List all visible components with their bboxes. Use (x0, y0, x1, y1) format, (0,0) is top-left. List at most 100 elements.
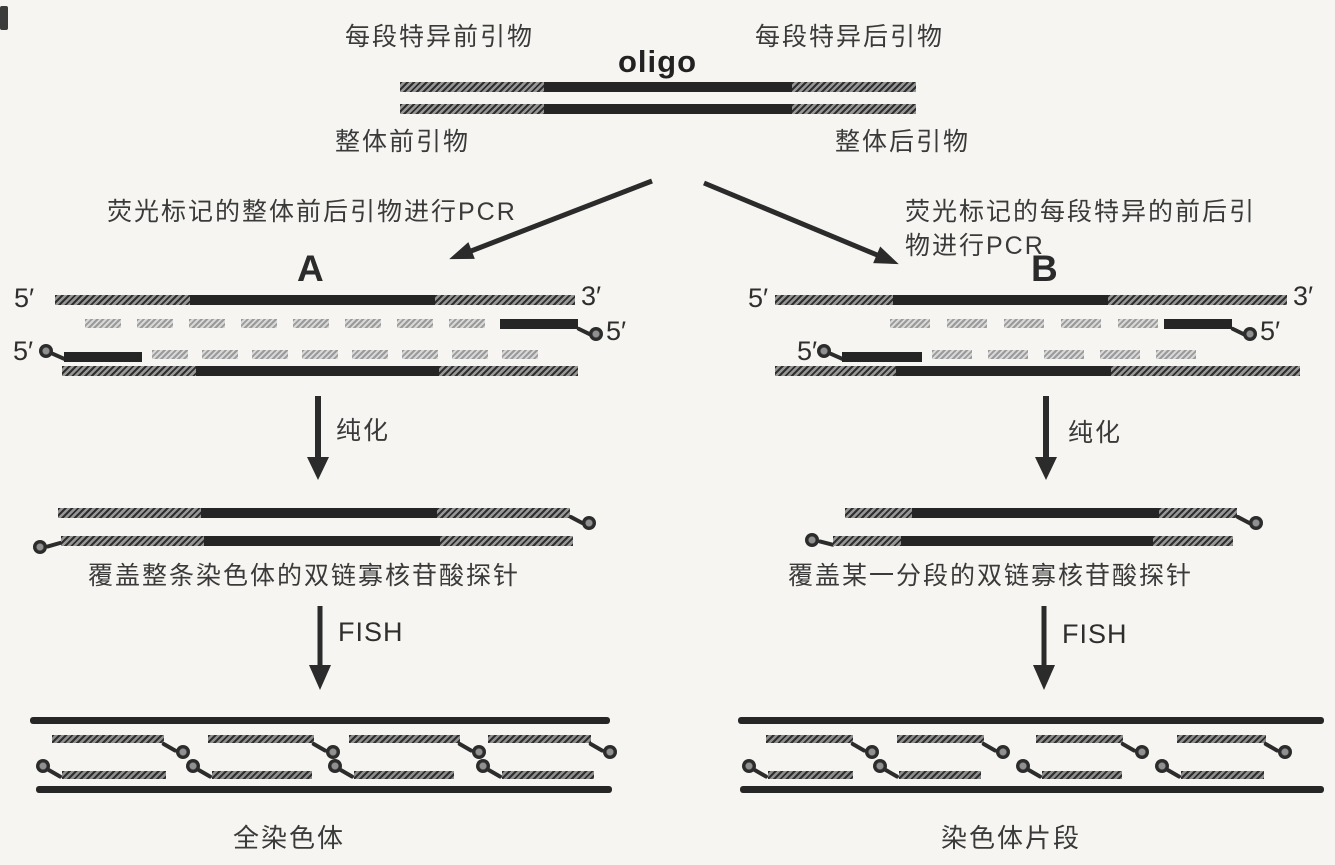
labeled-primer-b-bottom (842, 352, 922, 362)
chromosome-strand-top-right (738, 717, 1324, 724)
primer-region (436, 508, 570, 518)
core-region (201, 508, 437, 518)
fluorophore-dot-icon (33, 540, 47, 554)
probe-a-top (58, 508, 570, 518)
scan-artifact (0, 6, 8, 30)
probe-b-caption: 覆盖某一分段的双链寡核苷酸探针 (788, 562, 1194, 590)
purify-arrow-right-icon (1035, 396, 1057, 480)
fluorophore-dot-icon (472, 745, 486, 759)
template-dash-segment (293, 319, 329, 328)
core-region (544, 104, 793, 114)
five-prime-label: 5′ (606, 316, 627, 346)
template-dash-segment (932, 350, 972, 359)
template-dash-segment (397, 319, 433, 328)
template-dash-segment (988, 350, 1028, 359)
fluorophore-dot-icon (39, 344, 53, 358)
hybridized-probe (742, 759, 857, 783)
core-region (204, 536, 440, 546)
probe-a-caption: 覆盖整条染色体的双链寡核苷酸探针 (88, 562, 521, 590)
template-dash-segment (152, 350, 188, 359)
fluorophore-dot-icon (476, 759, 490, 773)
probe-bar (349, 735, 460, 743)
probe-bar (1181, 771, 1264, 779)
primer-region (845, 508, 912, 518)
five-prime-label: 5′ (14, 283, 35, 313)
hybridized-probe (873, 759, 985, 783)
fish-arrow-left-icon (309, 606, 331, 690)
probe-bar (502, 771, 594, 779)
hybridized-probe (488, 735, 621, 759)
branch-a-letter: A (297, 248, 324, 289)
primer-region (55, 295, 191, 305)
probe-bar (899, 771, 981, 779)
fluorophore-dot-icon (1135, 745, 1149, 759)
probe-bar (212, 771, 312, 779)
template-dash-segment (85, 319, 121, 328)
template-dash-segment (449, 319, 485, 328)
five-prime-label: 5′ (797, 336, 818, 366)
primer-region (1111, 366, 1300, 376)
five-prime-label: 5′ (748, 283, 769, 313)
right-pcr-label-line1: 荧光标记的每段特异的前后引 (905, 198, 1257, 226)
fish-label-left: FISH (338, 617, 404, 647)
fluorophore-dot-icon (1243, 327, 1257, 341)
primer-region (61, 536, 205, 546)
primer-region (775, 366, 896, 376)
left-pcr-label: 荧光标记的整体前后引物进行PCR (107, 198, 517, 226)
three-prime-label: 3′ (581, 281, 602, 311)
purify-label-right: 纯化 (1068, 419, 1123, 447)
probe-a-bottom (61, 536, 573, 546)
primer-region (1153, 536, 1233, 546)
strand-a-top (55, 295, 575, 305)
probe-b-top (845, 508, 1237, 518)
hybridized-probe (1036, 735, 1153, 759)
fork-arrow-right-icon (703, 180, 899, 265)
strand-a-bottom (62, 366, 578, 376)
probe-bar (1177, 735, 1266, 743)
probe-b-bottom (833, 536, 1233, 546)
primer-region (434, 295, 575, 305)
chromosome-strand-bottom-right (740, 786, 1324, 793)
right-pcr-label-line2: 物进行PCR (905, 232, 1045, 260)
primer-region (438, 366, 578, 376)
template-dash-segment (352, 350, 388, 359)
fluorophore-dot-icon (582, 516, 596, 530)
hybridized-probe (476, 759, 598, 783)
hybridized-probe (1177, 735, 1296, 759)
fluorophore-dot-icon (873, 759, 887, 773)
core-region (911, 508, 1159, 518)
right-pcr-label: 荧光标记的每段特异的前后引 物进行PCR (905, 195, 1256, 263)
probe-bar (766, 735, 853, 743)
label-overall-forward-primer: 整体前引物 (335, 128, 471, 156)
fluorophore-dot-icon (186, 759, 200, 773)
probe-bar (768, 771, 853, 779)
template-dash-segment (1156, 350, 1196, 359)
fish-label-right: FISH (1062, 619, 1128, 649)
template-dash-segment (947, 319, 987, 328)
strand-b-bottom (775, 366, 1300, 376)
hybridized-probe (36, 759, 170, 783)
result-caption-right: 染色体片段 (941, 823, 1082, 853)
primer-region (775, 295, 893, 305)
template-dash-segment (1061, 319, 1101, 328)
oligo-title: oligo (618, 44, 698, 79)
fluorophore-dot-icon (589, 327, 603, 341)
hybridized-probe (208, 735, 344, 759)
template-dash-segment (1100, 350, 1140, 359)
probe-bar (52, 735, 164, 743)
core-region (892, 295, 1108, 305)
five-prime-label: 5′ (1260, 316, 1281, 346)
fluorophore-dot-icon (603, 745, 617, 759)
purify-arrow-left-icon (307, 396, 329, 480)
hybridized-probe (766, 735, 883, 759)
hybridized-probe (186, 759, 316, 783)
primer-region (1107, 295, 1287, 305)
template-dash-segment (1118, 319, 1158, 328)
fluorophore-dot-icon (805, 533, 819, 547)
template-dash-segment (202, 350, 238, 359)
primer-region (400, 82, 545, 92)
template-dash-segment (1004, 319, 1044, 328)
primer-region (62, 366, 197, 376)
fluorophore-dot-icon (742, 759, 756, 773)
fluorophore-dot-icon (865, 745, 879, 759)
